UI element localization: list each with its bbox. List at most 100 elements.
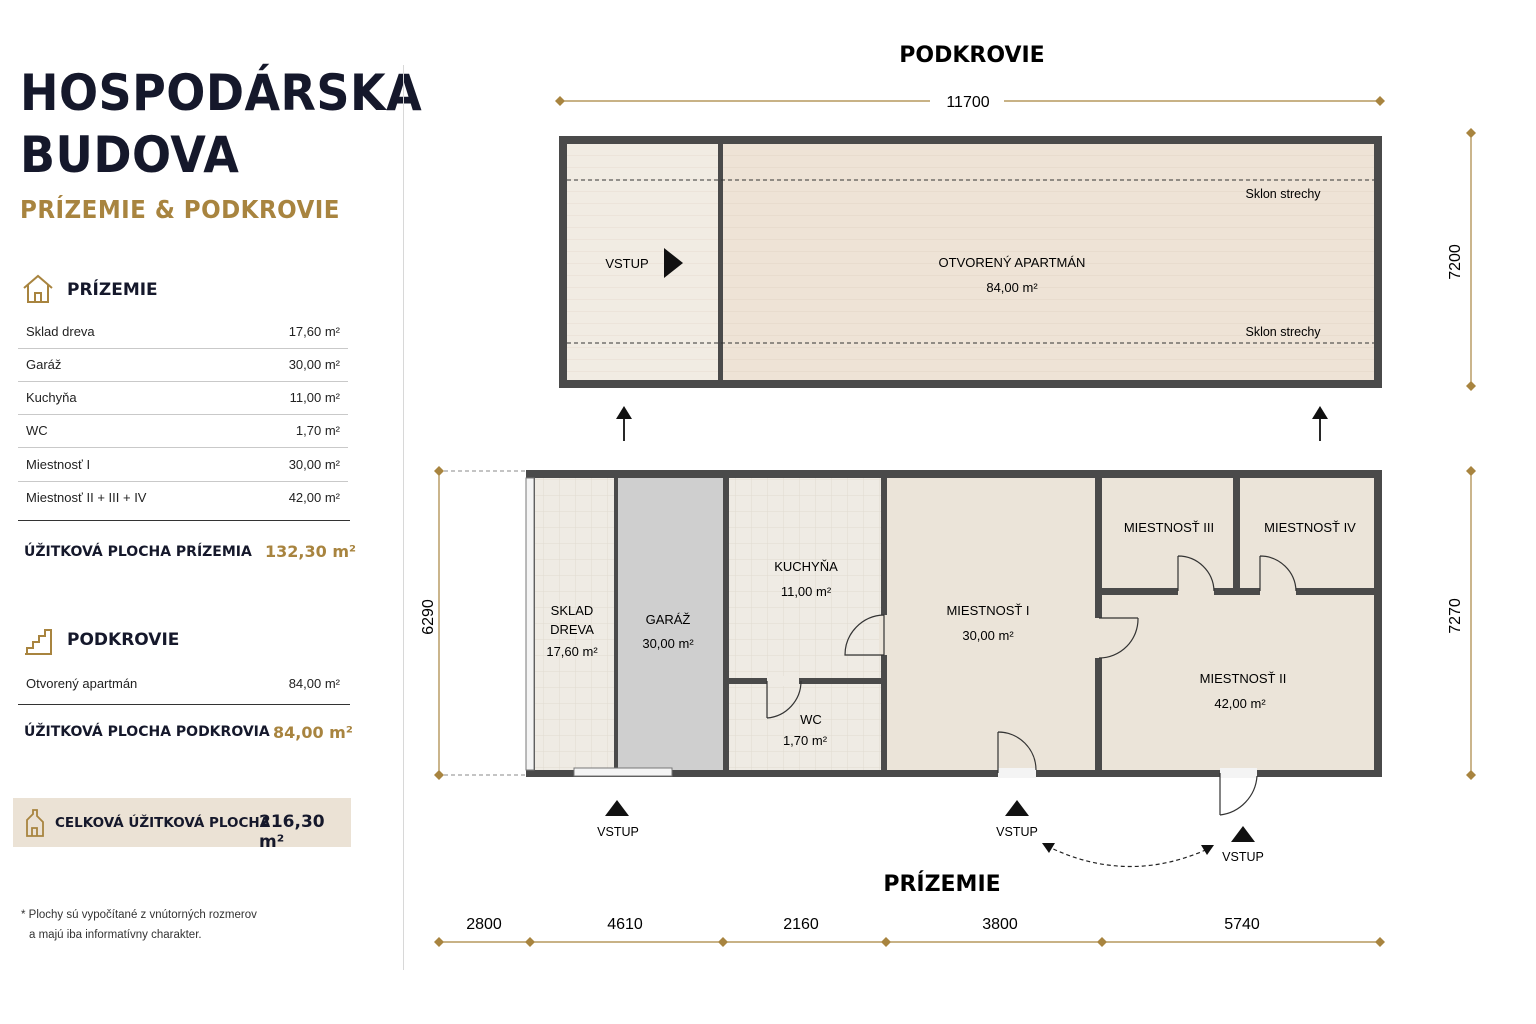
room-area: 11,00 m² [781,584,832,599]
ground-row: Miestnosť II + III + IV 42,00 m² [18,481,348,514]
door-miestnost-1 [997,731,1037,778]
ground-left-label: 6290 [420,599,437,635]
title-line-2: BUDOVA [20,126,240,184]
room-miestnost-4 [1240,478,1374,588]
attic-height-label: 7200 [1447,244,1464,280]
row-value: 11,00 m² [289,390,340,405]
door-miestnost-2 [1093,617,1139,659]
room-label: GARÁŽ [646,612,691,627]
row-value: 84,00 m² [288,676,340,691]
row-value: 1,70 m² [295,423,340,438]
entry-label: VSTUP [597,825,639,839]
page-title: HOSPODÁRSKA BUDOVA [20,62,422,186]
ground-row: WC 1,70 m² [18,414,348,448]
footnote-line-2: a majú iba informatívny charakter. [29,929,202,941]
room-label: DREVA [550,622,594,637]
room-miestnost-1 [887,478,1095,770]
attic-plan-title: PODKROVIE [899,43,1044,68]
connection-arrow-icon [1042,843,1214,868]
entry-triangle-icon [1231,826,1255,842]
divider [18,520,350,521]
grand-total-value: 216,30 m² [259,812,325,852]
slope-label-bottom: Sklon strechy [1245,325,1321,339]
slope-label-top: Sklon strechy [1245,187,1321,201]
ground-section-heading: PRÍZEMIE [67,280,158,300]
row-label: Garáž [26,357,62,372]
room-sklad-dreva [535,478,614,770]
ground-row: Sklad dreva 17,60 m² [18,315,348,349]
ground-row: Garáž 30,00 m² [18,348,348,382]
building-icon [26,809,44,837]
attic-entry-label: VSTUP [605,256,648,271]
row-label: Sklad dreva [26,324,95,339]
attic-section-heading: PODKROVIE [67,630,180,650]
ground-row: Kuchyňa 11,00 m² [18,381,348,415]
door-wc [766,676,802,719]
grand-total-label: CELKOVÁ ÚŽITKOVÁ PLOCHA [55,815,271,831]
attic-width-label: 11700 [946,94,989,111]
door-kuchyna [844,614,889,656]
room-wc [729,684,881,770]
attic-row: Otvorený apartmán 84,00 m² [18,667,348,700]
attic-entry-area [567,144,718,380]
door-exterior-right [1219,768,1258,816]
panel-divider [403,65,404,970]
entry-triangle-icon [605,800,629,816]
entry-triangle-icon [1005,800,1029,816]
entry-label: VSTUP [996,825,1038,839]
room-area: 1,70 m² [783,733,828,748]
room-area: 42,00 m² [1214,696,1266,711]
attic-total-value: 84,00 m² [273,723,353,742]
door-miestnost-3 [1177,555,1215,597]
row-label: Kuchyňa [26,390,77,405]
divider [18,704,350,705]
title-line-1: HOSPODÁRSKA [20,64,423,122]
row-label: WC [26,423,48,438]
arrow-up-icon [1312,406,1328,441]
row-value: 30,00 m² [288,357,340,372]
stairs-icon [25,629,52,655]
row-label: Miestnosť I [26,457,91,472]
room-area: 17,60 m² [546,644,598,659]
row-value: 30,00 m² [288,457,340,472]
attic-width-dimension [555,96,1385,106]
apartment-area: 84,00 m² [986,280,1038,295]
room-miestnost-2 [1102,595,1374,770]
room-label: MIESTNOSŤ III [1124,520,1214,535]
room-label: WC [800,712,822,727]
house-icon [23,274,53,303]
attic-total-label: ÚŽITKOVÁ PLOCHA PODKROVIA [24,724,270,740]
entry-arrow-icon [664,248,683,278]
ground-row: Miestnosť I 30,00 m² [18,448,348,482]
row-label: Miestnosť II + III + IV [26,490,147,505]
ground-total-label: ÚŽITKOVÁ PLOCHA PRÍZEMIA [24,544,252,560]
room-label: KUCHYŇA [774,559,838,574]
footnote-line-1: * Plochy sú vypočítané z vnútorných rozm… [21,909,257,921]
bottom-dim-label: 2800 [466,916,502,933]
room-label: MIESTNOSŤ I [946,603,1029,618]
row-value: 42,00 m² [288,490,340,505]
footnote: * Plochy sú vypočítané z vnútorných rozm… [21,905,257,945]
room-area: 30,00 m² [642,636,694,651]
ground-right-label: 7270 [1447,598,1464,634]
ground-bottom-dimension [434,937,1385,947]
room-garaz [618,478,723,770]
ground-right-dimension [1466,466,1476,780]
glazing [525,477,535,771]
room-label: SKLAD [551,603,594,618]
ground-total-value: 132,30 m² [265,542,356,561]
room-label: MIESTNOSŤ IV [1264,520,1356,535]
room-kuchyna [729,478,881,678]
bottom-dim-label: 5740 [1224,916,1260,933]
attic-apartment-area [723,144,1374,380]
room-label: MIESTNOSŤ II [1200,671,1287,686]
row-label: Otvorený apartmán [26,676,138,691]
bottom-dim-label: 3800 [982,916,1018,933]
bottom-dim-label: 2160 [783,916,819,933]
arrow-up-icon [616,406,632,441]
page-subtitle: PRÍZEMIE & PODKROVIE [20,195,340,224]
apartment-name: OTVORENÝ APARTMÁN [939,255,1086,270]
entry-label: VSTUP [1222,850,1264,864]
bottom-dim-label: 4610 [607,916,643,933]
